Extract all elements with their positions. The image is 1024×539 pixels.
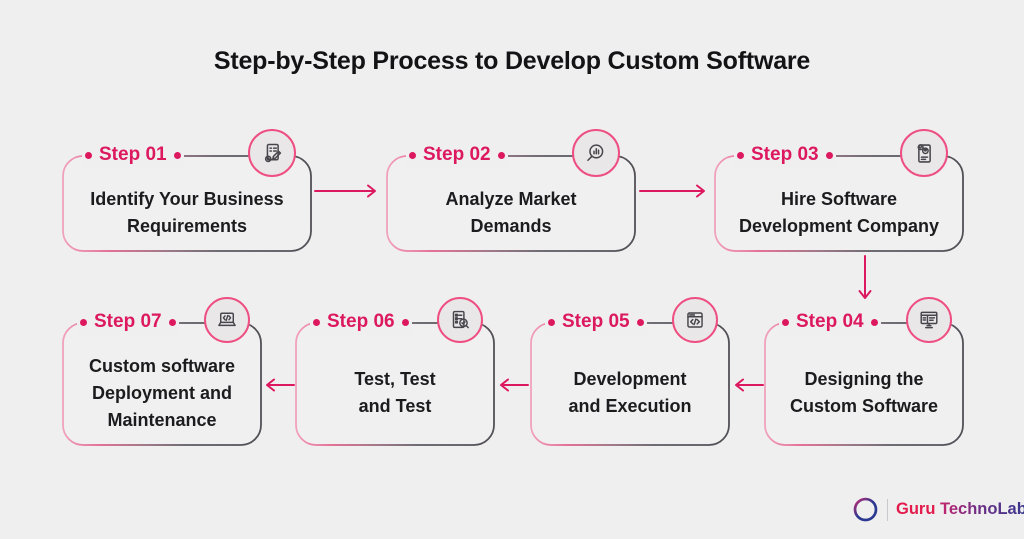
- step-text-line: Custom Software: [789, 396, 939, 416]
- step-card-7: Step 07 Custom software Deployment and M…: [62, 297, 262, 446]
- logo-text-second: TechnoLabs: [940, 500, 1024, 518]
- step-text-line: Analyze Market: [445, 188, 577, 209]
- card-border: [62, 155, 312, 252]
- step-text: Identify Your Business Requirements: [62, 155, 312, 252]
- step-text: Designing the Custom Software: [764, 322, 964, 446]
- step-text-line: Test, Test: [354, 369, 436, 389]
- arrow-step4-to-step5: [735, 378, 764, 392]
- logo-text: Guru TechnoLabs: [896, 500, 1024, 519]
- step-card-2: Step 02 Analyze Market Demands: [386, 129, 636, 252]
- monitor-design-icon: [920, 311, 938, 329]
- badge-dot-right: [401, 318, 409, 326]
- arrow-step5-to-step6: [500, 378, 529, 392]
- step-label: Step 07: [94, 311, 162, 332]
- step-text: Hire Software Development Company: [714, 155, 964, 252]
- step-text-line: Requirements: [126, 215, 248, 236]
- step-card-1: Step 01 Identify Your Business Requireme…: [62, 129, 312, 252]
- step-badge: Step 05: [545, 309, 647, 335]
- badge-dot-right: [636, 318, 644, 326]
- step-card-4: Step 04 Designing the Custom Software: [764, 297, 964, 446]
- step-text-line: Deployment and: [91, 382, 233, 403]
- step-text-line: Designing the: [804, 369, 924, 389]
- arrow-step1-to-step2: [314, 184, 376, 198]
- badge-dot-left: [548, 318, 555, 326]
- laptop-code-icon: [218, 312, 236, 327]
- step-label: Step 03: [751, 144, 819, 165]
- logo-text-first: Guru: [896, 500, 936, 518]
- step-card-5: Step 05 Development and Execution: [530, 297, 730, 446]
- badge-dot-right: [825, 151, 833, 159]
- step-text-line: Demands: [470, 215, 552, 236]
- step-badge: Step 03: [734, 142, 836, 168]
- step-text-line: and Execution: [568, 396, 692, 416]
- resume-candidate-icon: [917, 143, 931, 163]
- step-icon-circle: [204, 297, 250, 343]
- step-text-line: Development Company: [738, 215, 940, 236]
- step-icon-circle: [900, 129, 948, 177]
- guru-technolabs-logo-icon: [853, 497, 878, 522]
- step-text-line: and Test: [358, 396, 432, 416]
- step-text: Development and Execution: [530, 322, 730, 446]
- step-text: Custom software Deployment and Maintenan…: [62, 322, 262, 446]
- step-icon-circle: [906, 297, 952, 343]
- step-badge: Step 01: [82, 142, 184, 168]
- logo-divider: [887, 498, 888, 521]
- step-text-line: Hire Software: [780, 188, 898, 209]
- card-border: [386, 155, 636, 252]
- badge-dot-left: [313, 318, 320, 326]
- step-label: Step 04: [796, 311, 864, 332]
- step-icon-circle: [248, 129, 296, 177]
- step-badge: Step 04: [779, 309, 881, 335]
- test-checklist-magnifier-icon: [452, 310, 469, 329]
- step-text: Analyze Market Demands: [386, 155, 636, 252]
- step-text-line: Development: [573, 369, 687, 389]
- step-icon-circle: [437, 297, 483, 343]
- badge-dot-right: [497, 151, 505, 159]
- step-text-line: Custom software: [88, 355, 236, 376]
- badge-dot-right: [870, 318, 878, 326]
- step-card-3: Step 03 Hire Software Development Compan…: [714, 129, 964, 252]
- step-label: Step 06: [327, 311, 395, 332]
- step-label: Step 02: [423, 144, 491, 165]
- badge-dot-left: [737, 151, 744, 159]
- magnifier-bar-chart-icon: [586, 143, 603, 161]
- badge-dot-right: [168, 318, 176, 326]
- arrow-step6-to-step7: [266, 378, 295, 392]
- step-card-6: Step 06 Test, Test and Test: [295, 297, 495, 446]
- arrow-step3-to-step4: [858, 255, 872, 299]
- browser-code-icon: [687, 312, 703, 328]
- badge-dot-left: [80, 318, 87, 326]
- card-border: [714, 155, 964, 252]
- badge-dot-right: [173, 151, 181, 159]
- step-badge: Step 07: [77, 309, 179, 335]
- step-label: Step 01: [99, 144, 167, 165]
- step-text: Test, Test and Test: [295, 322, 495, 446]
- page-title: Step-by-Step Process to Develop Custom S…: [213, 47, 811, 75]
- step-badge: Step 06: [310, 309, 412, 335]
- step-text-line: Maintenance: [107, 409, 217, 430]
- badge-dot-left: [782, 318, 789, 326]
- arrow-step2-to-step3: [639, 184, 705, 198]
- badge-dot-left: [85, 151, 92, 159]
- step-label: Step 05: [562, 311, 630, 332]
- brand-logo: Guru TechnoLabs: [852, 496, 1024, 523]
- checklist-pencil-gear-icon: [264, 143, 281, 162]
- step-badge: Step 02: [406, 142, 508, 168]
- step-icon-circle: [672, 297, 718, 343]
- step-icon-circle: [572, 129, 620, 177]
- badge-dot-left: [409, 151, 416, 159]
- step-text-line: Identify Your Business: [90, 188, 284, 209]
